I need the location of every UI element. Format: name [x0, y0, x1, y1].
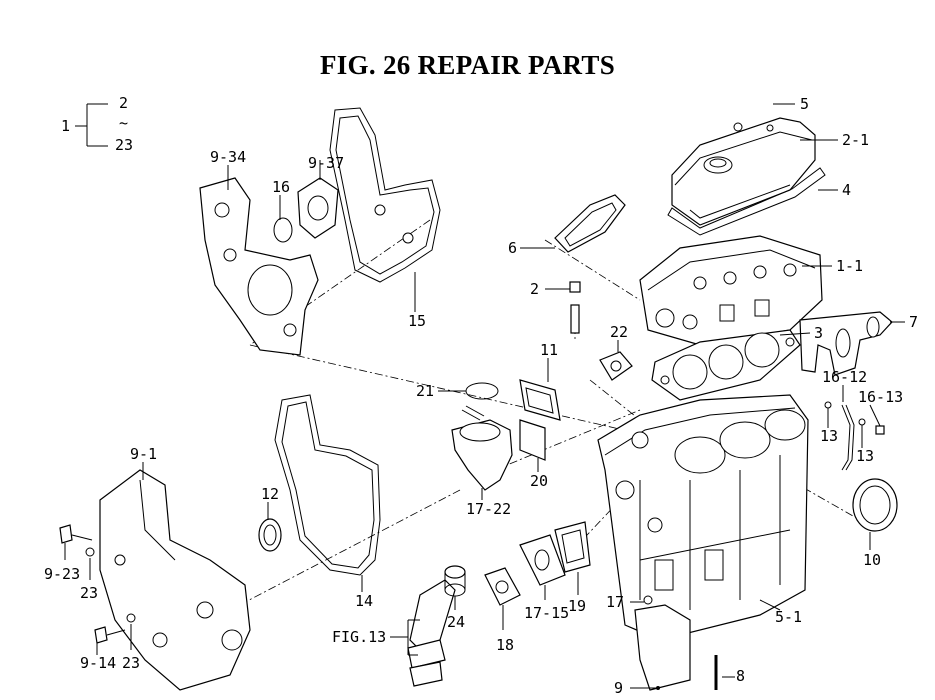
label-17-22: 17-22 — [466, 500, 511, 518]
label-2-1: 2-1 — [842, 131, 869, 149]
label-10: 10 — [863, 551, 881, 569]
label-14: 14 — [355, 592, 373, 610]
cylinder-head — [639, 235, 823, 346]
label-1-1: 1-1 — [836, 257, 863, 275]
label-fig13: FIG.13 — [332, 628, 386, 646]
bushing — [444, 565, 466, 597]
label-9-1: 9-1 — [130, 445, 157, 463]
label-15: 15 — [408, 312, 426, 330]
stud-bolt — [569, 281, 581, 334]
thermostat-plate — [519, 419, 546, 461]
label-19: 19 — [568, 597, 586, 615]
side-gasket — [554, 194, 626, 253]
oil-seal — [852, 478, 898, 532]
cylinder-block — [597, 394, 809, 641]
label-18: 18 — [496, 636, 514, 654]
figure-title: FIG. 26 REPAIR PARTS — [319, 50, 616, 80]
leader-lines — [64, 103, 905, 689]
label-9-34: 9-34 — [210, 148, 246, 166]
head-cover-gasket — [667, 167, 826, 236]
label-21: 21 — [416, 382, 434, 400]
thermostat-gasket — [519, 379, 561, 421]
label-9-14: 9-14 — [80, 654, 116, 672]
label-20: 20 — [530, 472, 548, 490]
label-4: 4 — [842, 181, 851, 199]
front-oil-seal — [258, 518, 282, 552]
connecting-rod — [407, 579, 456, 687]
pump-cover — [297, 177, 339, 239]
label-16-13: 16-13 — [858, 388, 903, 406]
bolt-9 — [656, 686, 660, 690]
label-16-12: 16-12 — [822, 368, 867, 386]
legend-range-tilde: ~ — [119, 114, 128, 132]
label-22: 22 — [610, 323, 628, 341]
label-9-23: 9-23 — [44, 565, 80, 583]
oil-pipe — [841, 404, 851, 471]
label-11: 11 — [540, 341, 558, 359]
cylinder-head-cover — [671, 117, 816, 226]
o-ring — [465, 382, 499, 400]
label-17-15: 17-15 — [524, 604, 569, 622]
label-6: 6 — [508, 239, 517, 257]
label-7: 7 — [909, 313, 918, 331]
legend-range-bottom: 23 — [115, 136, 133, 154]
label-23-b: 23 — [122, 654, 140, 672]
thermostat-housing — [451, 405, 513, 491]
label-16: 16 — [272, 178, 290, 196]
label-9: 9 — [614, 679, 623, 697]
legend-range-top: 2 — [119, 94, 128, 112]
gear-case — [199, 177, 319, 356]
label-23-a: 23 — [80, 584, 98, 602]
label-5-1: 5-1 — [775, 608, 802, 626]
head-gasket — [651, 329, 801, 401]
label-24: 24 — [447, 613, 465, 631]
front-cover — [99, 469, 251, 691]
legend-number: 1 — [61, 117, 70, 135]
gear-case-gasket-top — [329, 107, 441, 283]
gear-case-gasket-lower — [274, 394, 381, 576]
label-17: 17 — [606, 593, 624, 611]
label-3: 3 — [814, 324, 823, 342]
legend-bracket — [75, 103, 108, 147]
washer-17 — [643, 595, 653, 605]
label-9-37: 9-37 — [308, 154, 344, 172]
small-o-ring — [273, 217, 293, 243]
label-13-b: 13 — [856, 447, 874, 465]
label-5: 5 — [800, 95, 809, 113]
label-8: 8 — [736, 667, 745, 685]
label-2: 2 — [530, 280, 539, 298]
lower-housing — [634, 604, 691, 691]
bolts-and-washers — [59, 524, 136, 644]
label-12: 12 — [261, 485, 279, 503]
label-13-a: 13 — [820, 427, 838, 445]
